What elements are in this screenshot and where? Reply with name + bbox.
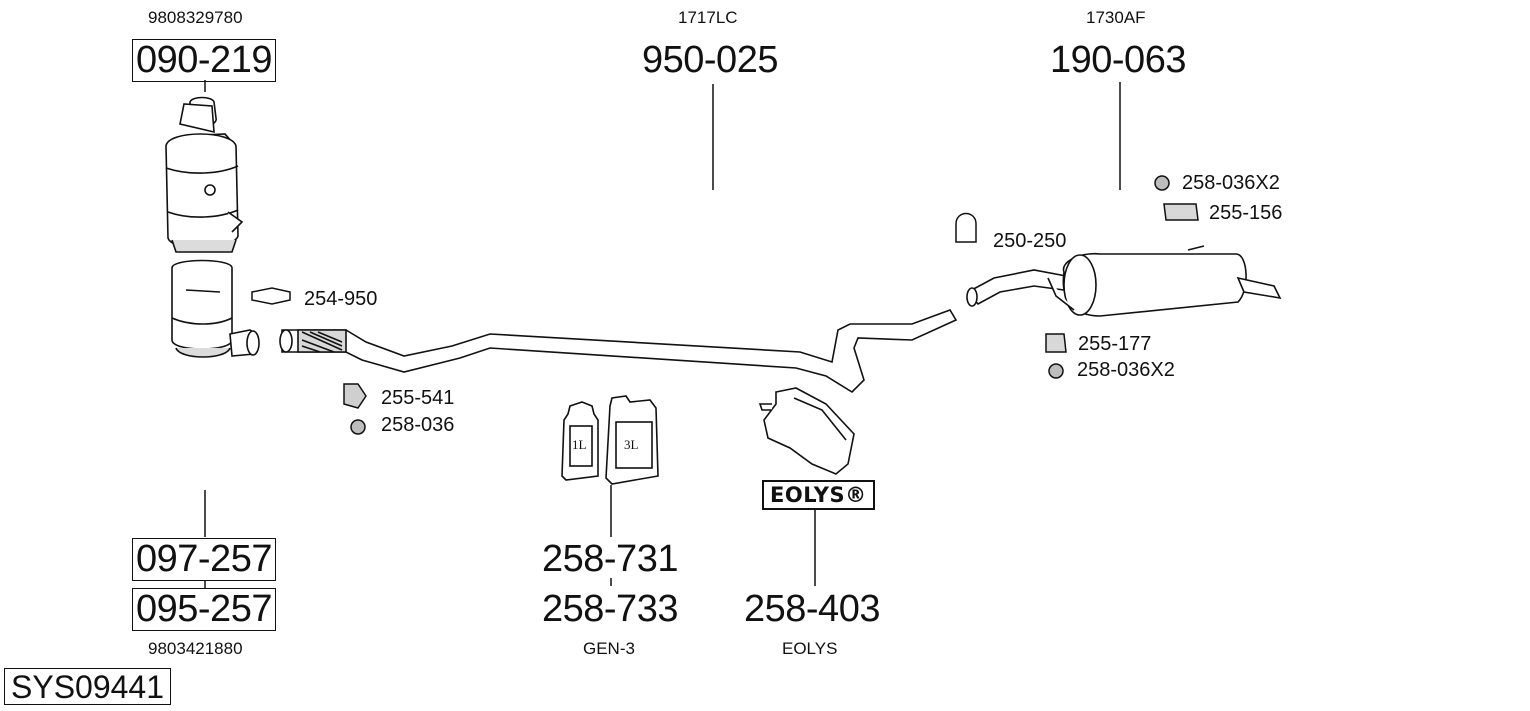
rear-silencer-oe-number: 1730AF [1086, 8, 1146, 27]
middle-pipe-part-number[interactable]: 950-025 [642, 39, 778, 81]
eolys-tank [758, 387, 855, 475]
nut-rear-top-icon [1154, 175, 1170, 191]
system-id: SYS09441 [4, 668, 172, 705]
nut-rear-bottom-icon [1048, 363, 1064, 379]
catalyst-oe-number: 9808329780 [148, 8, 243, 27]
clamp-rear-number[interactable]: 250-250 [993, 230, 1067, 252]
middle-pipe [279, 309, 958, 394]
clamp-front-icon [251, 287, 291, 305]
nut-rear-top-number[interactable]: 258-036X2 [1182, 172, 1280, 194]
rear-silencer-part-number[interactable]: 190-063 [1050, 39, 1186, 81]
clamp-rear-icon [955, 212, 977, 243]
additive-part-number-1[interactable]: 258-731 [542, 538, 678, 580]
bottle-large-label: 3L [624, 437, 639, 452]
eolys-logo: EOLYS® [762, 480, 875, 510]
nut-rear-bottom-number[interactable]: 258-036X2 [1077, 359, 1175, 381]
additive-note: GEN-3 [583, 639, 635, 658]
rear-silencer [966, 245, 1282, 317]
fitting-icons [251, 175, 1199, 435]
dpf-part-number-2[interactable]: 095-257 [132, 588, 276, 631]
mount-rear-top-number[interactable]: 255-156 [1209, 202, 1283, 224]
catalyst-dpf-assembly [165, 96, 260, 358]
bottle-small-label: 1L [572, 437, 587, 452]
mount-front-number[interactable]: 255-541 [381, 387, 455, 409]
dpf-oe-number: 9803421880 [148, 639, 243, 658]
mount-rear-bottom-icon [1045, 333, 1067, 353]
mount-front-icon [343, 383, 367, 409]
clamp-front-number[interactable]: 254-950 [304, 288, 378, 310]
catalyst-part-number[interactable]: 090-219 [132, 39, 276, 82]
mount-rear-top-icon [1163, 203, 1199, 221]
mount-rear-bottom-number[interactable]: 255-177 [1078, 333, 1152, 355]
additive-tank-note: EOLYS [782, 639, 838, 658]
middle-pipe-oe-number: 1717LC [678, 8, 738, 27]
nut-front-number[interactable]: 258-036 [381, 414, 455, 436]
additive-tank-part-number[interactable]: 258-403 [744, 588, 880, 630]
additive-bottles [561, 395, 659, 485]
dpf-part-number-1[interactable]: 097-257 [132, 538, 276, 581]
nut-front-icon [350, 419, 366, 435]
additive-part-number-2[interactable]: 258-733 [542, 588, 678, 630]
